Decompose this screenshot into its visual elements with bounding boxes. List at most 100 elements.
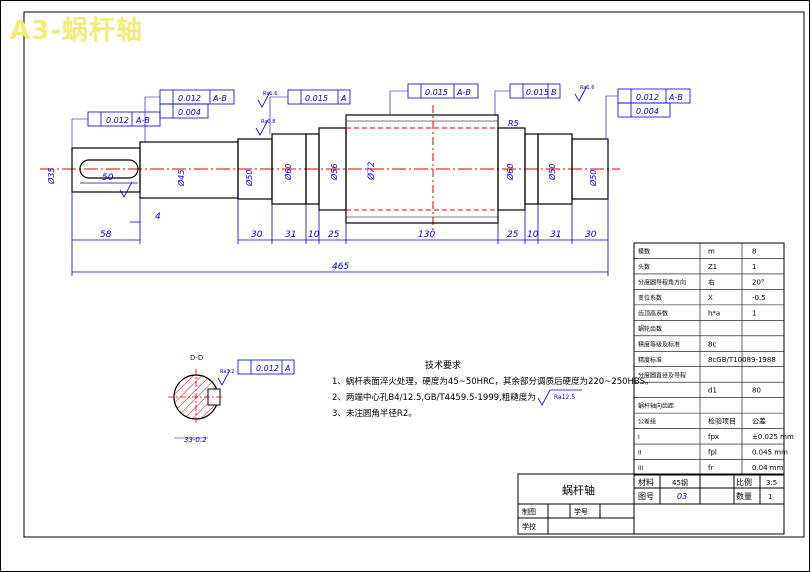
- param-value: 0.04 mm: [752, 464, 784, 472]
- param-label: I: [638, 434, 640, 441]
- tol-7-value: 0.012: [256, 364, 279, 373]
- dim-dia-72: Ø72: [366, 161, 377, 181]
- dim-30a: 30: [251, 230, 263, 240]
- horizontal-dimensions: [71, 182, 609, 276]
- param-label: 精度标准: [638, 356, 662, 364]
- tol-6-cyl: 0.004: [636, 107, 659, 116]
- tol-6-value: 0.012: [636, 93, 659, 102]
- tech-req-item-3: 3、未注圆角半径R2。: [332, 408, 417, 419]
- tb-drawn-label: 制图: [522, 507, 536, 516]
- dim-dia-35: Ø35: [46, 168, 56, 185]
- dim-r5: R5: [508, 119, 519, 128]
- param-label: 头数: [638, 263, 650, 271]
- dim-dia-50c: Ø50: [588, 170, 598, 187]
- param-symbol: 8cGB/T10089-1988: [708, 356, 776, 364]
- tol-7-ref: A: [284, 364, 290, 373]
- roughness-texts: Ra1.6 Ra0.8 Ra1.6 Ra3.2: [220, 85, 594, 375]
- dim-4: 4: [155, 212, 161, 222]
- param-label: 公差组: [638, 418, 656, 426]
- tol-4-ref: A-B: [456, 88, 471, 97]
- param-table: [633, 242, 785, 476]
- param-symbol: Z1: [708, 263, 717, 271]
- tb-qty: 1: [768, 493, 772, 501]
- param-value: 1: [752, 263, 756, 271]
- tb-drawing-no-label: 图号: [638, 492, 654, 501]
- dim-dia-50a: Ø50: [244, 170, 254, 187]
- dim-dia-45: Ø45: [176, 170, 186, 187]
- param-value: 0.045 mm: [752, 449, 788, 457]
- tol-6-ref: A-B: [668, 93, 683, 102]
- dim-31a: 31: [285, 230, 296, 240]
- param-symbol: fpx: [708, 433, 719, 441]
- param-symbol: d1: [708, 387, 717, 395]
- tech-req-item-2: 2、两端中心孔B4/12.5,GB/T4459.5-1999,粗糙度为: [332, 392, 536, 403]
- dim-31b: 31: [550, 230, 561, 240]
- param-symbol: fpl: [708, 449, 717, 457]
- dim-dia-56: Ø56: [329, 164, 339, 181]
- tb-drawing-no: 03: [677, 492, 687, 501]
- param-symbol: X: [708, 294, 713, 302]
- dim-dia-60a: Ø60: [283, 164, 293, 181]
- tb-scale-label: 比例: [736, 477, 752, 487]
- tb-qty-label: 数量: [736, 491, 752, 501]
- tolerance-texts: 0.012 A-B 0.012 A-B 0.004 0.015 A 0.015 …: [106, 88, 683, 373]
- section-view: [168, 369, 224, 439]
- tech-requirements: 技术要求 1、蜗杆表面淬火处理，硬度为45~50HRC，其余部分调质后硬度为22…: [332, 359, 654, 419]
- param-label: 蜗杆轴向齿距: [638, 402, 674, 410]
- dim-dia-60b: Ø60: [505, 164, 515, 181]
- shaft-outline: [71, 114, 609, 224]
- tol-5-value: 0.015: [526, 88, 549, 97]
- roughness-4: Ra3.2: [220, 369, 234, 375]
- tb-material-label: 材料: [638, 477, 654, 487]
- roughness-3: Ra1.6: [580, 85, 594, 91]
- param-label: II: [638, 450, 642, 457]
- param-value: 1: [752, 309, 756, 317]
- dim-130: 130: [418, 230, 435, 240]
- tech-req-item-1: 1、蜗杆表面淬火处理，硬度为45~50HRC，其余部分调质后硬度为220~250…: [332, 376, 654, 387]
- dim-25a: 25: [328, 230, 340, 240]
- param-symbol: m: [708, 248, 715, 256]
- param-symbol: 右: [708, 277, 715, 286]
- param-symbol: fr: [708, 464, 713, 472]
- param-label: 分度圆导程角方向: [638, 278, 686, 286]
- roughness-symbols: [119, 85, 588, 386]
- tol-3-value: 0.015: [305, 94, 328, 103]
- dim-dia-50b: Ø50: [547, 164, 557, 181]
- tb-scale: 3:5: [766, 479, 777, 487]
- param-value: -0.5: [752, 294, 766, 302]
- tb-material: 45钢: [672, 478, 688, 487]
- dim-50: 50: [102, 173, 114, 183]
- tol-1-value: 0.012: [106, 116, 129, 125]
- tb-student-no-label: 学号: [574, 507, 588, 516]
- dim-10b: 10: [527, 230, 539, 240]
- param-value: 80: [752, 387, 761, 395]
- param-value: 8: [752, 248, 756, 256]
- frame-border: [23, 11, 805, 538]
- dim-465: 465: [332, 262, 349, 272]
- tb-part-name: 蜗杆轴: [562, 483, 595, 497]
- param-label: 精度等级及标准: [638, 340, 680, 348]
- tol-4-value: 0.015: [425, 88, 448, 97]
- tolerance-leaders: [71, 90, 618, 148]
- tech-req-title: 技术要求: [425, 359, 461, 371]
- param-symbol: 检验项目: [708, 417, 736, 426]
- param-label: 蜗轮齿数: [638, 325, 662, 333]
- page-title: A3-蜗杆轴: [10, 16, 144, 46]
- tol-2-cyl: 0.004: [178, 108, 201, 117]
- tol-2-ref: A-B: [212, 94, 227, 103]
- param-label: 变位系数: [638, 294, 662, 302]
- param-label: 模数: [638, 248, 650, 256]
- param-value: ±0.025 mm: [752, 433, 794, 441]
- dim-10a: 10: [308, 230, 320, 240]
- tech-req-roughness: Ra12.5: [554, 394, 575, 401]
- param-value: 公差: [752, 417, 766, 426]
- dimension-texts: 58 50 4 30 31 10 25 130 25 10 31 30 465 …: [46, 119, 598, 272]
- tb-school-label: 学校: [522, 522, 536, 531]
- title-block-texts: 蜗杆轴 材料 45钢 比例 3:5 图号 03 数量 1 制图 学号 学校: [522, 477, 777, 531]
- param-symbol: 8c: [708, 340, 716, 348]
- dim-58: 58: [100, 230, 112, 240]
- roughness-2: Ra0.8: [261, 119, 275, 125]
